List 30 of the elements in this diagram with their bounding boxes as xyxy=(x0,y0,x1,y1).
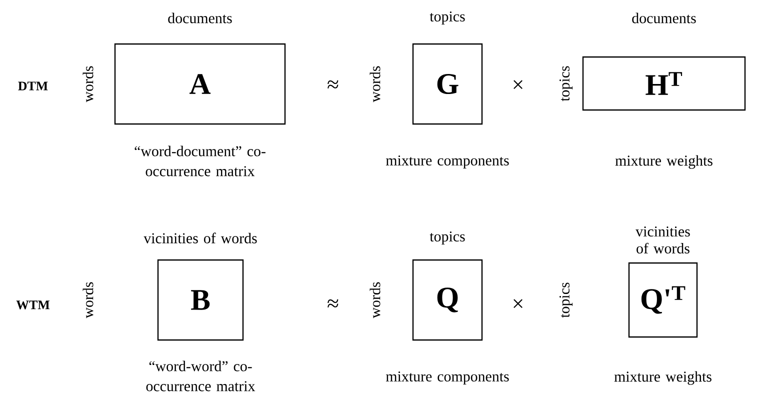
dimension-label: topics xyxy=(559,282,573,318)
dimension-label: vicinities of words xyxy=(636,226,690,254)
node-label: “word-word” co-occurrence matrix xyxy=(146,360,256,392)
node-label: mixture weights xyxy=(615,155,712,169)
dimension-label: topics xyxy=(430,231,465,245)
node-label: “word-document” co-occurrence matrix xyxy=(134,146,266,176)
dimension-label: words xyxy=(82,282,94,318)
dimension-label: documents xyxy=(168,12,232,24)
dimension-label: words xyxy=(370,66,380,102)
node-label: mixture components xyxy=(386,155,509,169)
dimension-label: documents xyxy=(632,12,696,24)
dimension-label: topics xyxy=(430,11,465,25)
dimension-label: vicinities of words xyxy=(144,232,257,244)
matrix-box: H$^{T}$ xyxy=(582,56,746,111)
matrix-box: Q'$^{T}$ xyxy=(628,262,698,338)
node-label: mixture weights xyxy=(614,371,712,385)
matrix-box: B xyxy=(157,259,244,341)
matrix-box: Q xyxy=(412,259,483,341)
operator-symbol: ≈ xyxy=(328,299,338,308)
dimension-label: words xyxy=(370,282,380,318)
row-label: WTM xyxy=(16,300,50,310)
node-label: mixture components xyxy=(386,371,509,385)
dimension-label: words xyxy=(82,66,94,102)
operator-symbol: × xyxy=(514,80,522,90)
operator-symbol: ≈ xyxy=(328,80,338,88)
row-label: DTM xyxy=(18,82,48,90)
dimension-label: topics xyxy=(559,66,573,102)
operator-symbol: × xyxy=(514,299,522,308)
matrix-box: A xyxy=(114,43,286,125)
matrix-box: G xyxy=(412,43,483,125)
